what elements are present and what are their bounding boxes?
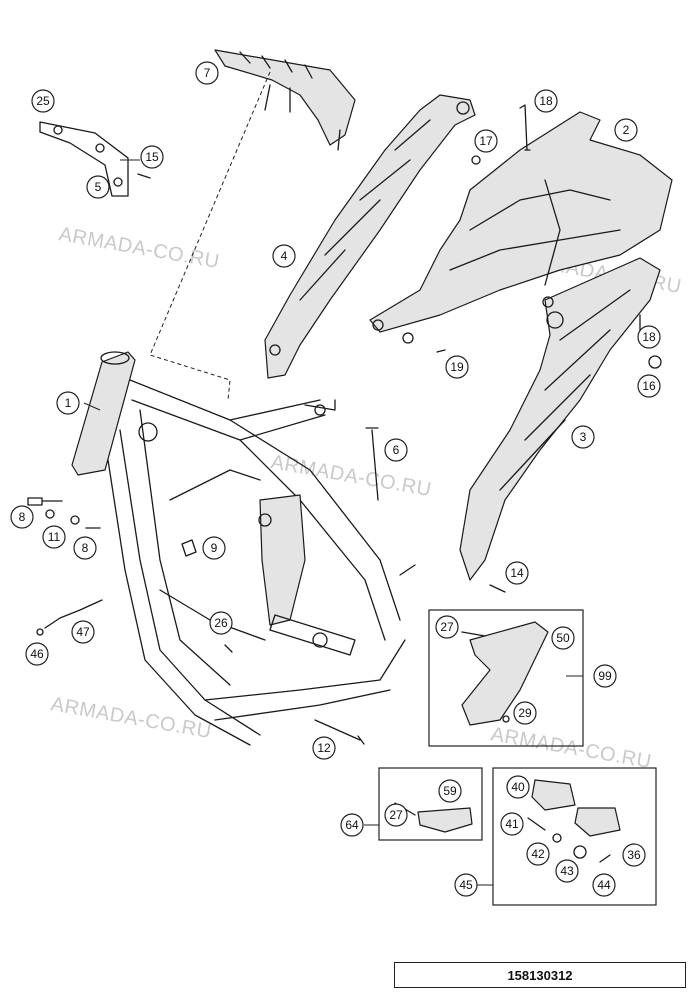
svg-text:25: 25 <box>36 94 50 108</box>
svg-text:8: 8 <box>19 510 26 524</box>
group-box-99 <box>428 609 584 747</box>
svg-text:15: 15 <box>145 150 159 164</box>
callout-16: 16 <box>637 374 661 398</box>
callout-25: 25 <box>31 89 55 113</box>
callout-17: 17 <box>474 129 498 153</box>
callout-99: 99 <box>593 664 617 688</box>
callout-18b: 18 <box>637 325 661 349</box>
callout-11: 11 <box>42 525 66 549</box>
callout-8a: 8 <box>10 505 34 529</box>
callout-6: 6 <box>384 438 408 462</box>
svg-text:43: 43 <box>560 864 574 878</box>
svg-text:64: 64 <box>345 818 359 832</box>
svg-text:6: 6 <box>393 443 400 457</box>
svg-text:3: 3 <box>580 430 587 444</box>
part-rear-rail-4 <box>264 94 476 379</box>
callout-42: 42 <box>526 842 550 866</box>
part-bracket-top <box>214 49 356 151</box>
callout-1: 1 <box>56 391 80 415</box>
callout-12: 12 <box>312 736 336 760</box>
callout-19: 19 <box>445 355 469 379</box>
callout-7: 7 <box>195 61 219 85</box>
svg-text:42: 42 <box>531 847 545 861</box>
callout-59: 59 <box>438 779 462 803</box>
drawing-code: 158130312 <box>394 962 686 988</box>
callout-64: 64 <box>340 813 364 837</box>
svg-text:18: 18 <box>539 94 553 108</box>
callout-43: 43 <box>555 859 579 883</box>
callout-40: 40 <box>506 775 530 799</box>
svg-text:12: 12 <box>317 741 331 755</box>
svg-text:19: 19 <box>450 360 464 374</box>
svg-text:14: 14 <box>510 566 524 580</box>
svg-text:4: 4 <box>281 249 288 263</box>
svg-text:44: 44 <box>597 878 611 892</box>
svg-text:36: 36 <box>627 848 641 862</box>
callout-14: 14 <box>505 561 529 585</box>
svg-text:27: 27 <box>389 808 403 822</box>
svg-text:27: 27 <box>440 620 454 634</box>
callout-18a: 18 <box>534 89 558 113</box>
callout-29: 29 <box>513 701 537 725</box>
callout-47: 47 <box>71 620 95 644</box>
callout-45: 45 <box>454 873 478 897</box>
group-box-45 <box>492 767 657 906</box>
watermark-5: ARMADA-CO.RU <box>489 723 653 773</box>
svg-text:59: 59 <box>443 784 457 798</box>
svg-text:17: 17 <box>479 134 493 148</box>
svg-text:41: 41 <box>505 817 519 831</box>
svg-text:11: 11 <box>48 530 61 544</box>
svg-text:45: 45 <box>459 878 473 892</box>
callout-2: 2 <box>614 118 638 142</box>
part-bracket-5 <box>39 121 151 197</box>
assembly-lines <box>149 71 271 401</box>
callout-26: 26 <box>209 611 233 635</box>
svg-text:99: 99 <box>598 669 612 683</box>
part-main-frame-1 <box>71 351 416 746</box>
callout-4: 4 <box>272 244 296 268</box>
callout-15: 15 <box>140 145 164 169</box>
callout-3: 3 <box>571 425 595 449</box>
callout-5: 5 <box>86 175 110 199</box>
part-subframe-2 <box>369 111 673 344</box>
callout-36: 36 <box>622 843 646 867</box>
callout-44: 44 <box>592 873 616 897</box>
svg-text:29: 29 <box>518 706 532 720</box>
callout-9: 9 <box>202 536 226 560</box>
svg-text:18: 18 <box>642 330 656 344</box>
callout-46: 46 <box>25 642 49 666</box>
watermark-1: ARMADA-CO.RU <box>57 223 221 273</box>
svg-text:47: 47 <box>76 625 90 639</box>
svg-text:16: 16 <box>642 379 656 393</box>
svg-text:50: 50 <box>556 631 570 645</box>
svg-text:26: 26 <box>214 616 228 630</box>
svg-text:2: 2 <box>623 123 630 137</box>
callout-50: 50 <box>551 626 575 650</box>
callout-41: 41 <box>500 812 524 836</box>
part-rear-rail-3 <box>459 257 662 581</box>
callout-27a: 27 <box>435 615 459 639</box>
svg-text:46: 46 <box>30 647 44 661</box>
svg-text:40: 40 <box>511 780 525 794</box>
svg-text:8: 8 <box>82 541 89 555</box>
svg-text:9: 9 <box>211 541 218 555</box>
callout-8b: 8 <box>73 536 97 560</box>
svg-text:1: 1 <box>65 396 72 410</box>
svg-text:7: 7 <box>204 66 211 80</box>
watermark-4: ARMADA-CO.RU <box>49 693 213 743</box>
svg-text:5: 5 <box>95 180 102 194</box>
group-box-64 <box>378 767 483 841</box>
callout-27b: 27 <box>384 803 408 827</box>
